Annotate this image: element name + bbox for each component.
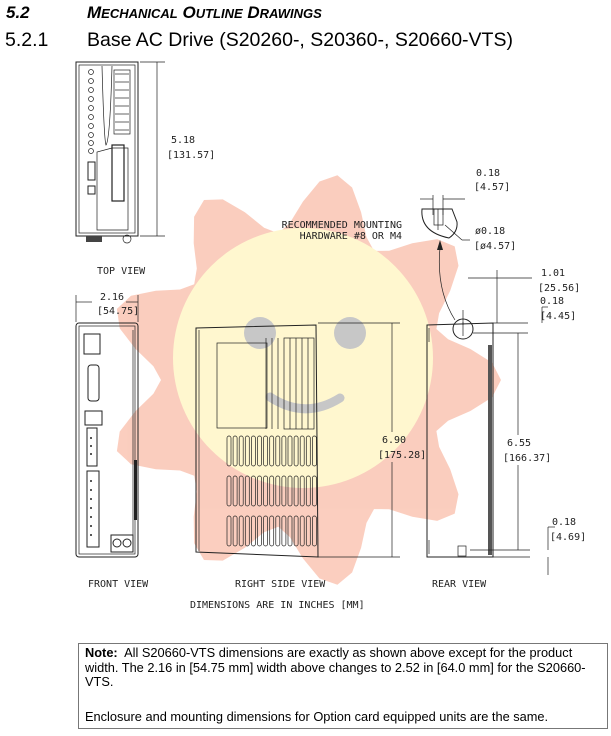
rear-height-in: 6.55 xyxy=(507,438,531,449)
vent-slot xyxy=(263,515,268,547)
vent-slot xyxy=(299,515,305,547)
vent-slot xyxy=(238,435,244,467)
hole-dia-mm: [ø4.57] xyxy=(474,241,516,252)
vent-slot xyxy=(269,475,275,507)
top-view: 5.18 [131.57] TOP VIEW xyxy=(75,61,215,277)
vent-slot xyxy=(232,475,238,507)
left-eye-icon xyxy=(244,317,276,349)
vent-slot xyxy=(269,435,275,467)
vent-slot xyxy=(263,475,268,507)
top-offset-mm: [4.45] xyxy=(540,311,576,322)
hardware-line2: HARDWARE #8 OR M4 xyxy=(300,231,402,242)
note-text-1: All S20660-VTS dimensions are exactly as… xyxy=(85,645,586,689)
width-mm: [54.75] xyxy=(97,306,139,317)
hole-offset-mm: [25.56] xyxy=(538,283,580,294)
vent-slot xyxy=(305,435,311,467)
vent-slot xyxy=(257,475,262,507)
vent-slot xyxy=(232,435,238,467)
vent-slot xyxy=(293,435,299,467)
side-height-in: 6.90 xyxy=(382,435,406,446)
vent-slot xyxy=(287,435,293,467)
side-height-mm: [175.28] xyxy=(378,450,426,461)
smile-icon xyxy=(265,392,345,414)
vent-slot xyxy=(312,515,317,547)
vent-slot xyxy=(299,475,305,507)
vent-slot xyxy=(251,435,256,467)
vent-slot xyxy=(226,515,232,547)
vent-slot xyxy=(251,515,256,547)
slot-width-in: 0.18 xyxy=(476,168,500,179)
smiley-sun-watermark xyxy=(116,175,502,585)
bottom-offset-in: 0.18 xyxy=(552,517,576,528)
vent-slot xyxy=(244,515,250,547)
top-view-label: TOP VIEW xyxy=(97,266,146,277)
hole-dia-in: ø0.18 xyxy=(475,226,505,237)
note-label: Note: xyxy=(85,645,118,660)
hole-offset-in: 1.01 xyxy=(541,268,565,279)
bottom-offset-mm: [4.69] xyxy=(550,532,586,543)
vent-slot xyxy=(275,475,281,507)
vent-slot xyxy=(287,515,293,547)
vent-slot xyxy=(305,475,311,507)
vent-slot xyxy=(305,515,311,547)
mounting-detail: 0.18 [4.57] ø0.18 [ø4.57] RECOMMENDED MO… xyxy=(282,168,516,321)
right-side-view: 6.90 [175.28] RIGHT SIDE VIEW xyxy=(195,322,426,590)
vent-slot xyxy=(312,475,317,507)
right-side-view-label: RIGHT SIDE VIEW xyxy=(235,579,326,590)
vent-slot xyxy=(238,475,244,507)
vent-slot xyxy=(257,515,262,547)
rear-view: 1.01 [25.56] 0.18 [4.45] 6.55 [166.37] 0… xyxy=(426,268,586,590)
vent-slot xyxy=(226,435,232,467)
note-text-2: Enclosure and mounting dimensions for Op… xyxy=(85,708,549,724)
vent-slot xyxy=(269,515,275,547)
vent-slot xyxy=(232,515,238,547)
front-view-label: FRONT VIEW xyxy=(88,579,149,590)
vent-slot xyxy=(244,475,250,507)
top-offset-in: 0.18 xyxy=(540,296,564,307)
units-label: DIMENSIONS ARE IN INCHES [MM] xyxy=(190,600,365,611)
vent-slot xyxy=(226,475,232,507)
subsection-number: 5.2.1 xyxy=(5,29,49,51)
rear-view-label: REAR VIEW xyxy=(432,579,487,590)
vent-slot xyxy=(293,475,299,507)
vent-slot xyxy=(275,435,281,467)
vent-slot xyxy=(257,435,262,467)
vent-slot xyxy=(238,515,244,547)
vent-slot xyxy=(299,435,305,467)
vent-slot xyxy=(275,515,281,547)
subsection-title: Base AC Drive (S20260-, S20360-, S20660-… xyxy=(87,29,513,51)
front-view: FRONT VIEW xyxy=(75,322,149,590)
top-height-in: 5.18 xyxy=(171,135,195,146)
vent-slot xyxy=(281,515,287,547)
right-eye-icon xyxy=(334,317,366,349)
hardware-line1: RECOMMENDED MOUNTING xyxy=(282,220,402,231)
width-in: 2.16 xyxy=(100,292,124,303)
vent-slot xyxy=(244,435,250,467)
vent-slot xyxy=(293,515,299,547)
top-height-mm: [131.57] xyxy=(167,150,215,161)
vent-slot xyxy=(312,435,317,467)
note-box: Note: All S20660-VTS dimensions are exac… xyxy=(78,643,608,729)
vent-slot xyxy=(263,435,268,467)
vent-slot xyxy=(281,435,287,467)
vent-slot xyxy=(251,475,256,507)
vent-slot xyxy=(287,475,293,507)
rear-height-mm: [166.37] xyxy=(503,453,551,464)
slot-width-mm: [4.57] xyxy=(474,182,510,193)
vent-slot xyxy=(281,475,287,507)
section-number: 5.2 xyxy=(6,3,30,22)
section-title: MECHANICAL OUTLINE DRAWINGS xyxy=(87,3,322,22)
